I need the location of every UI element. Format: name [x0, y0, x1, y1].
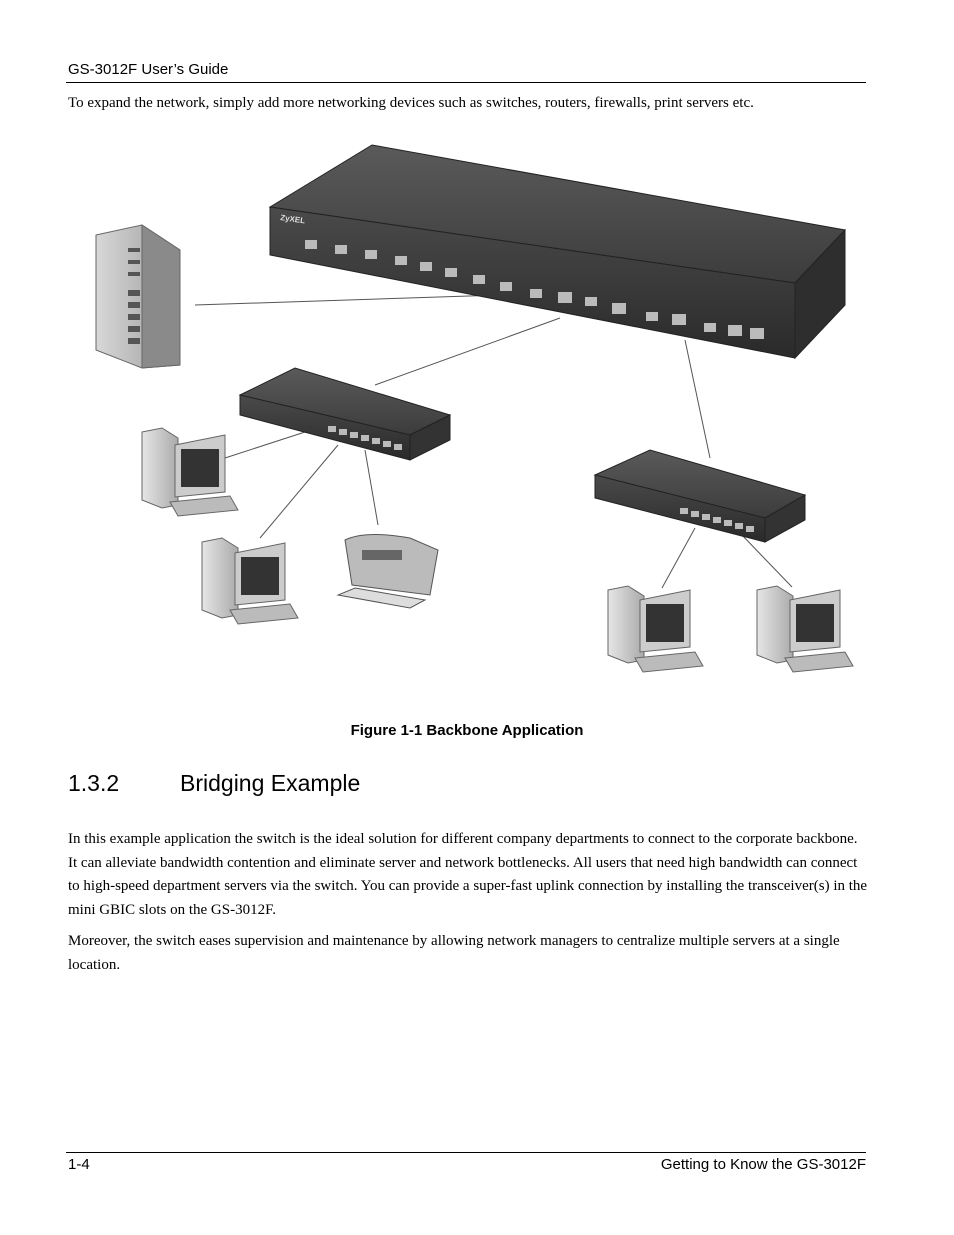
workstation-2 — [201, 537, 299, 625]
main-switch-brand: ZyXEL — [280, 213, 306, 225]
section-number: 1.3.2 — [68, 770, 120, 796]
intro-paragraph: To expand the network, simply add more n… — [68, 95, 754, 111]
network-links — [194, 294, 793, 589]
workgroup-switch-right — [593, 449, 807, 543]
workstation-4 — [756, 585, 854, 673]
backbone-application-figure: ZyXEL — [95, 144, 854, 673]
section-title: Bridging Example — [180, 770, 361, 796]
printer — [336, 533, 439, 609]
page-number: 1-4 — [68, 1156, 90, 1173]
workstation-3 — [607, 585, 704, 673]
running-header-title: GS-3012F User’s Guide — [68, 61, 229, 78]
workgroup-switch-left — [238, 367, 452, 461]
main-switch-gs3012f: ZyXEL — [268, 144, 846, 360]
figure-caption: Figure 1-1 Backbone Application — [350, 722, 584, 739]
header-rule — [66, 82, 866, 83]
body-paragraph: Moreover, the switch eases supervision a… — [68, 933, 840, 973]
workstation-1 — [141, 427, 239, 517]
chapter-title: Getting to Know the GS-3012F — [660, 1156, 866, 1173]
footer-rule — [66, 1152, 866, 1153]
body-paragraph: In this example application the switch i… — [68, 831, 868, 918]
server-tower — [95, 224, 181, 369]
